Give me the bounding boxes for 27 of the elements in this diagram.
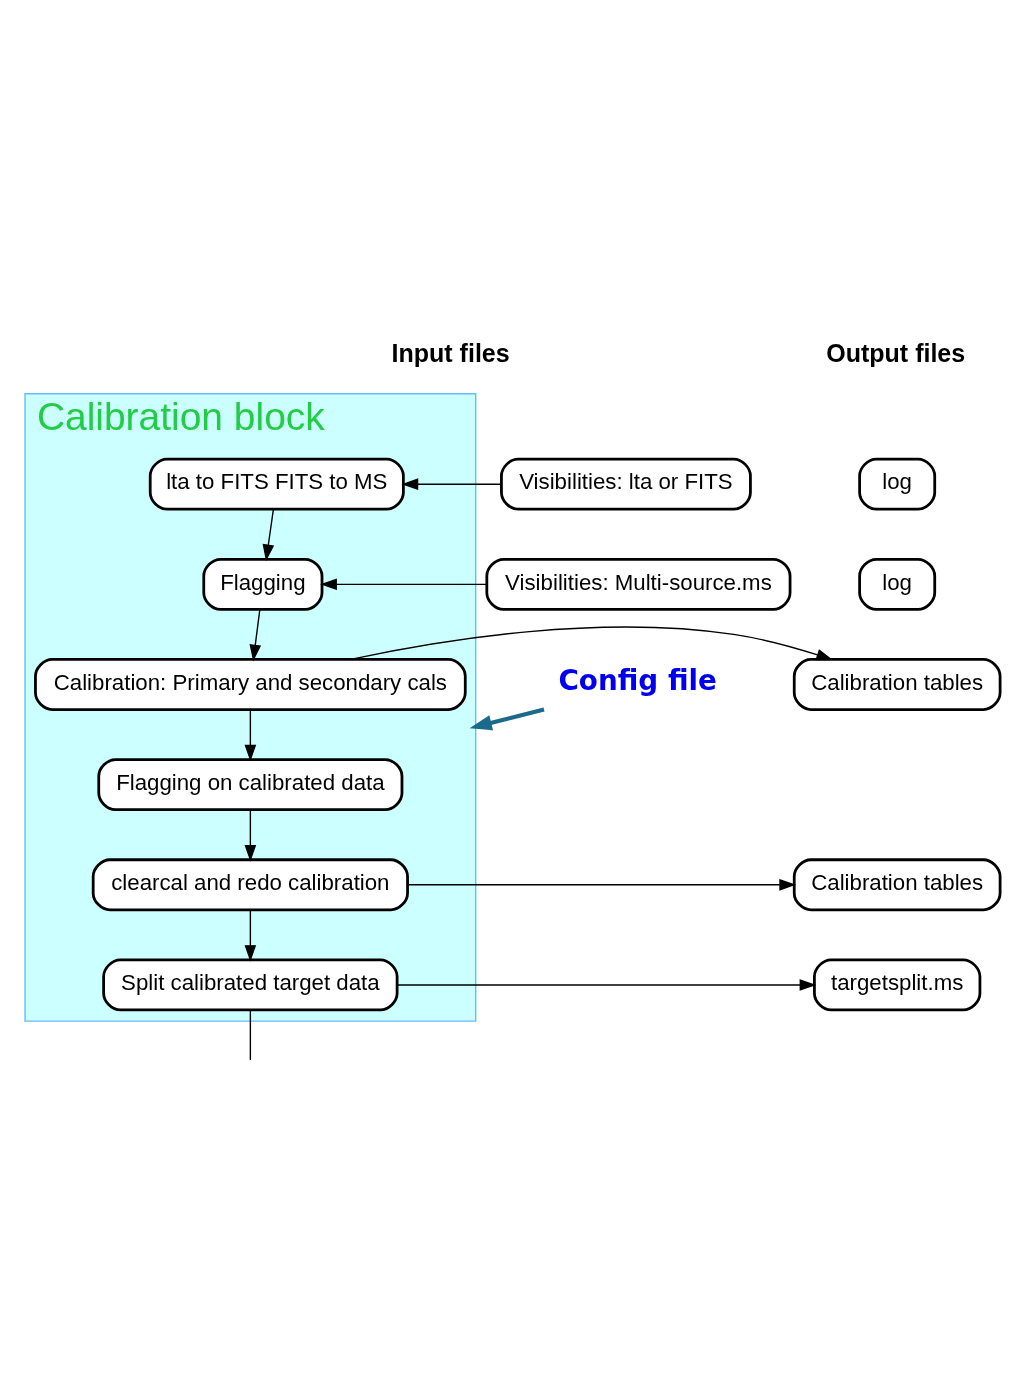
arrow	[396, 978, 817, 991]
arrow	[244, 708, 257, 762]
arrow	[401, 477, 502, 490]
connector	[249, 1008, 252, 1061]
node-box: Visibilities: Multi-source.ms	[485, 557, 792, 611]
node-box: Split calibrated target data	[102, 958, 399, 1011]
arrow	[249, 608, 262, 661]
node-text: Config file	[558, 663, 717, 697]
node-box: Calibration tables	[792, 657, 1002, 711]
node-box: Flagging on calibrated data	[97, 757, 404, 811]
node-box: log	[858, 557, 937, 611]
label: Input files	[391, 338, 510, 367]
arrow	[469, 707, 545, 730]
node-box: Calibration: Primary and secondary cals	[34, 657, 467, 711]
node-box: targetsplit.ms	[813, 958, 982, 1011]
arrow	[320, 578, 488, 590]
node-box: lta to FITS FITS to MS	[148, 457, 405, 511]
arrow	[262, 508, 275, 561]
node-box: Visibilities: lta or FITS	[500, 457, 752, 511]
node-box: Flagging	[202, 557, 324, 611]
label: Output files	[826, 338, 966, 367]
arrow	[244, 808, 257, 862]
node-box: log	[858, 457, 937, 511]
arrow	[406, 878, 797, 891]
arrow	[244, 909, 257, 962]
node-box: Calibration tables	[792, 857, 1002, 911]
node-box: clearcal and redo calibration	[91, 857, 409, 911]
